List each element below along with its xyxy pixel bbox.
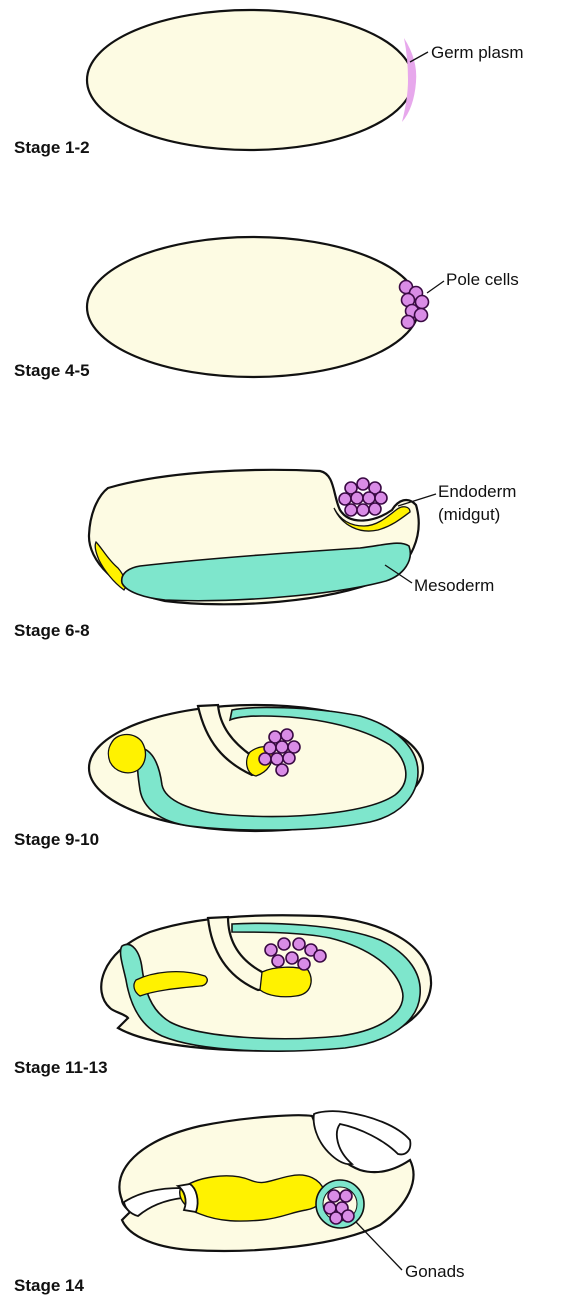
stage-1-2-egg <box>87 10 413 150</box>
pole-cell <box>357 478 369 490</box>
pole-cell <box>369 503 381 515</box>
pole-cell <box>276 741 288 753</box>
pole-cell <box>259 753 271 765</box>
stage-6-8-label: Stage 6-8 <box>14 621 90 640</box>
pole-cells-cluster <box>339 478 387 516</box>
stage-11-13-panel: Stage 11-13 <box>14 915 431 1077</box>
pole-cell <box>375 492 387 504</box>
stage-9-10-panel: Stage 9-10 <box>14 705 423 849</box>
pole-cells-label: Pole cells <box>446 270 519 289</box>
pole-cell <box>298 958 310 970</box>
pole-cell <box>340 1190 352 1202</box>
pole-cell <box>286 952 298 964</box>
endoderm-label: Endoderm <box>438 482 516 501</box>
posterior-endoderm-midgut <box>260 967 311 997</box>
pole-cell <box>402 316 415 329</box>
pole-cell <box>271 753 283 765</box>
mesoderm-label: Mesoderm <box>414 576 494 595</box>
pole-cell <box>330 1212 342 1224</box>
gonad <box>316 1180 364 1228</box>
stage-6-8-panel: Endoderm (midgut) Mesoderm Stage 6-8 <box>14 470 516 640</box>
stage-4-5-panel: Pole cells Stage 4-5 <box>14 237 519 380</box>
stage-1-2-panel: Germ plasm Stage 1-2 <box>14 10 524 157</box>
pole-cell <box>265 944 277 956</box>
stage-11-13-label: Stage 11-13 <box>14 1058 108 1077</box>
pole-cell <box>264 742 276 754</box>
stage-14-label: Stage 14 <box>14 1276 84 1295</box>
pole-cell <box>328 1190 340 1202</box>
pole-cell <box>342 1210 354 1222</box>
pole-cell <box>314 950 326 962</box>
germ-plasm-label: Germ plasm <box>431 43 524 62</box>
stage-1-2-label: Stage 1-2 <box>14 138 90 157</box>
pole-cell <box>276 764 288 776</box>
pole-cell <box>345 504 357 516</box>
pole-cell <box>281 729 293 741</box>
pole-cell <box>351 492 363 504</box>
stage-4-5-label: Stage 4-5 <box>14 361 90 380</box>
pole-cells-cluster <box>400 281 429 329</box>
pole-cell <box>339 493 351 505</box>
pole-cell <box>293 938 305 950</box>
pole-cells-leader <box>427 281 444 293</box>
midgut-label: (midgut) <box>438 505 500 524</box>
pole-cell <box>363 492 375 504</box>
stage-4-5-egg <box>87 237 419 377</box>
pole-cell <box>278 938 290 950</box>
pole-cell <box>283 752 295 764</box>
gonads-leader <box>356 1222 402 1270</box>
stage-9-10-label: Stage 9-10 <box>14 830 99 849</box>
anterior-endoderm <box>108 735 145 773</box>
pole-cell <box>357 504 369 516</box>
gonads-label: Gonads <box>405 1262 465 1281</box>
pole-cell <box>272 955 284 967</box>
pole-cell <box>288 741 300 753</box>
stage-14-panel: Gonads Stage 14 <box>14 1111 465 1295</box>
pole-cell <box>415 309 428 322</box>
